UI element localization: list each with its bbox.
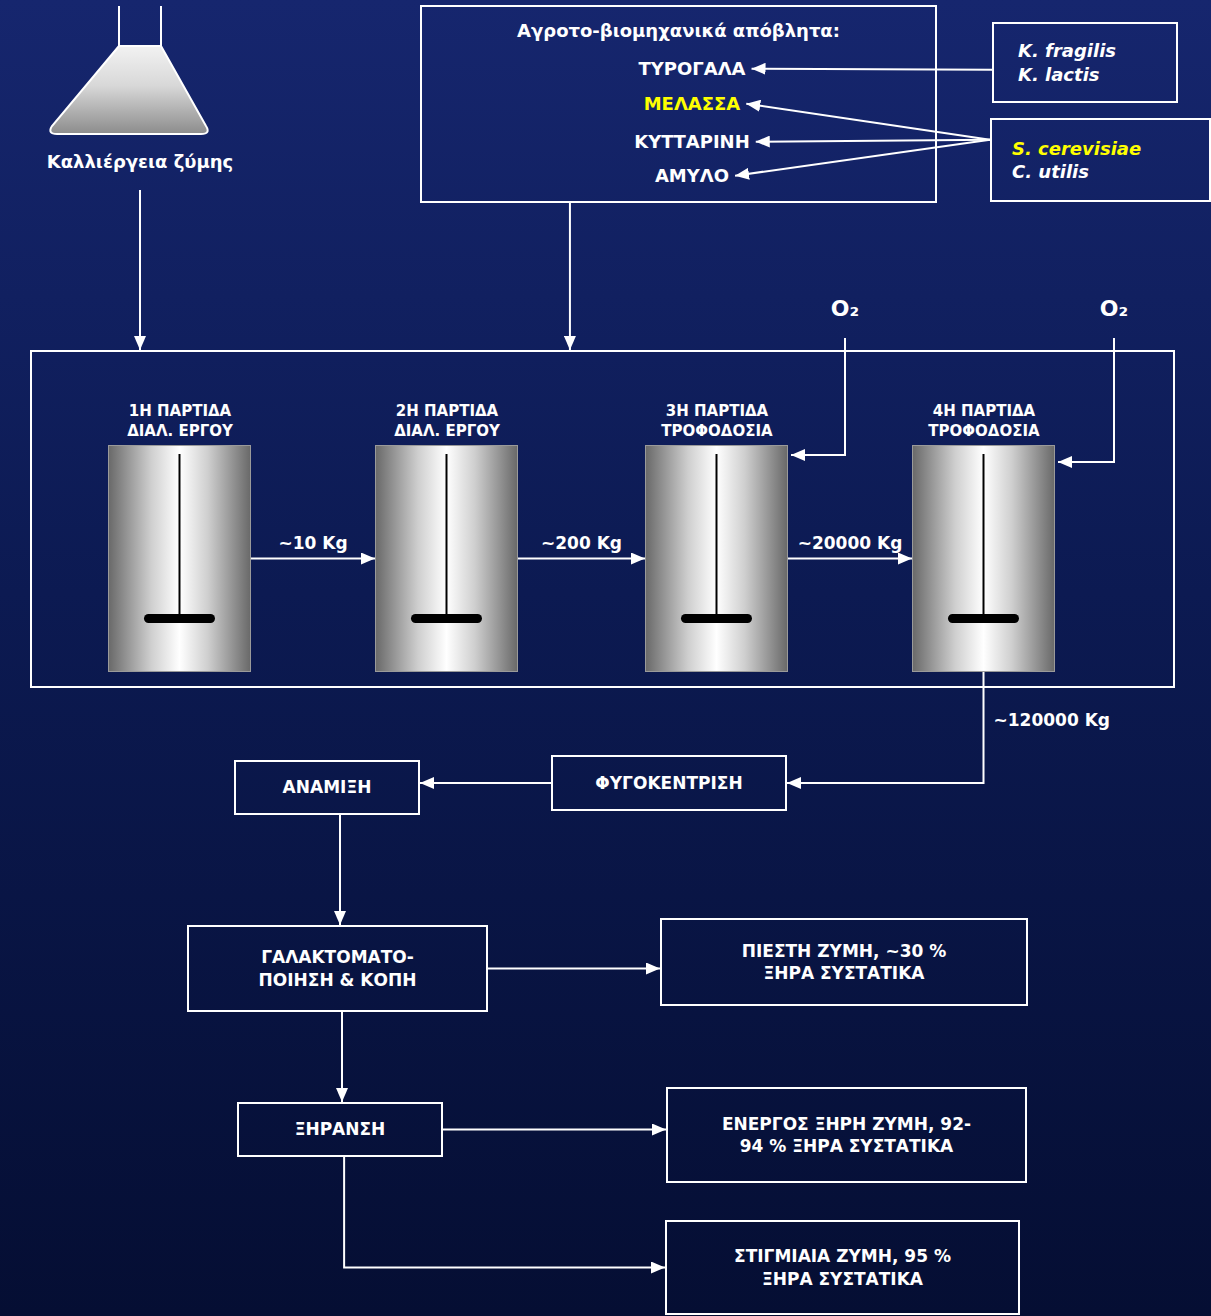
- flow-arrow: [746, 104, 990, 140]
- reactor-heading: 1Η ΠΑΡΤΙΔΑ ΔΙΑΛ. ΕΡΓΟΥ: [95, 373, 265, 441]
- reactor-title: 1Η ΠΑΡΤΙΔΑ ΔΙΑΛ. ΕΡΓΟΥ: [110, 402, 250, 441]
- stirrer: [376, 446, 517, 671]
- node-text: ΦΥΓΟΚΕΝΤΡΙΣΗ: [595, 772, 742, 794]
- flow-arrow: [251, 558, 375, 560]
- reactor-node: 3Η ΠΑΡΤΙΔΑ ΤΡΟΦΟΔΟΣΙΑ: [632, 373, 802, 672]
- flow-arrow: [756, 140, 990, 142]
- node-text: ΓΑΛΑΚΤΟΜΑΤΟ- ΠΟΙΗΣΗ & ΚΟΠΗ: [238, 946, 438, 990]
- substrate-item: ΜΕΛΑΣΣΑ: [638, 92, 747, 115]
- flow-arrow: [518, 558, 645, 560]
- node-text: ΕΝΕΡΓΟΣ ΞΗΡΗ ΖΥΜΗ, 92-94 % ΞΗΡΑ ΣΥΣΤΑΤΙΚ…: [718, 1113, 976, 1157]
- reactor-title: 3Η ΠΑΡΤΙΔΑ ΤΡΟΦΟΔΟΣΙΑ: [647, 402, 787, 441]
- process-box: ΓΑΛΑΚΤΟΜΑΤΟ- ΠΟΙΗΣΗ & ΚΟΠΗ: [187, 925, 488, 1012]
- culture-flask-node: Καλλιέργεια ζύμης: [0, 0, 280, 190]
- flow-arrow: [344, 1157, 665, 1268]
- reactor-heading: 4Η ΠΑΡΤΙΔΑ ΤΡΟΦΟΔΟΣΙΑ: [899, 373, 1069, 441]
- node-text: C. utilis: [1012, 160, 1089, 183]
- oxygen-label: O₂: [1100, 296, 1128, 321]
- node-text: ΑΜΥΛΟ: [655, 164, 729, 187]
- mass-label: ~200 Kg: [541, 533, 622, 553]
- reactor-node: 1Η ΠΑΡΤΙΔΑ ΔΙΑΛ. ΕΡΓΟΥ: [95, 373, 265, 672]
- mass-label: ~120000 Kg: [994, 710, 1110, 730]
- flow-arrow: [420, 782, 551, 784]
- reactor-heading: 2Η ΠΑΡΤΙΔΑ ΔΙΑΛ. ΕΡΓΟΥ: [362, 373, 532, 441]
- process-box: ΑΝΑΜΙΞΗ: [234, 760, 420, 815]
- flow-arrow: [735, 140, 990, 176]
- substrate-item: ΤΥΡΟΓΑΛΑ: [632, 57, 751, 80]
- process-box: ΦΥΓΟΚΕΝΤΡΙΣΗ: [551, 755, 787, 811]
- waste-box: Αγροτο-βιομηχανικά απόβλητα: ΤΥΡΟΓΑΛΑ ΜΕΛΑ…: [420, 5, 937, 203]
- oxygen-feed-line: [791, 338, 845, 455]
- product-box: ΠΙΕΣΤΗ ΖΥΜΗ, ~30 % ΞΗΡΑ ΣΥΣΤΑΤΙΚΑ: [660, 918, 1028, 1006]
- flow-arrow: [339, 815, 341, 925]
- substrate-item: ΚΥΤΤΑΡΙΝΗ: [628, 130, 756, 153]
- product-box: ΣΤΙΓΜΙΑΙΑ ΖΥΜΗ, 95 % ΞΗΡΑ ΣΥΣΤΑΤΙΚΑ: [665, 1220, 1020, 1315]
- flow-arrow: [139, 190, 141, 350]
- stirrer: [109, 446, 250, 671]
- reactor-vessel: [645, 445, 788, 672]
- reactor-node: 4Η ΠΑΡΤΙΔΑ ΤΡΟΦΟΔΟΣΙΑ: [899, 373, 1069, 672]
- node-text: ΣΤΙΓΜΙΑΙΑ ΖΥΜΗ, 95 % ΞΗΡΑ ΣΥΣΤΑΤΙΚΑ: [723, 1245, 963, 1289]
- flow-arrow: [341, 1012, 343, 1102]
- flow-arrow: [788, 558, 912, 560]
- oxygen-feed-line: [1058, 338, 1114, 462]
- flow-arrow: [443, 1129, 666, 1131]
- node-text: ΜΕΛΑΣΣΑ: [644, 92, 741, 115]
- species-box: K. fragilisK. lactis: [992, 22, 1178, 103]
- reactor-vessel: [912, 445, 1055, 672]
- bioreactor-train-box: 1Η ΠΑΡΤΙΔΑ ΔΙΑΛ. ΕΡΓΟΥ 2Η ΠΑΡΤΙΔΑ ΔΙΑΛ. Ε…: [30, 350, 1175, 688]
- flow-arrow: [752, 69, 992, 70]
- flow-arrow: [488, 968, 660, 970]
- stirrer: [913, 446, 1054, 671]
- species-box: S. cerevisiaeC. utilis: [990, 118, 1211, 202]
- flow-arrow: [569, 203, 571, 350]
- node-text: K. lactis: [1018, 63, 1100, 86]
- node-text: ΤΥΡΟΓΑΛΑ: [638, 57, 745, 80]
- reactor-heading: 3Η ΠΑΡΤΙΔΑ ΤΡΟΦΟΔΟΣΙΑ: [632, 373, 802, 441]
- stirrer: [646, 446, 787, 671]
- mass-label: ~20000 Kg: [798, 533, 903, 553]
- culture-label: Καλλιέργεια ζύμης: [0, 150, 280, 173]
- reactor-title: 2Η ΠΑΡΤΙΔΑ ΔΙΑΛ. ΕΡΓΟΥ: [377, 402, 517, 441]
- product-box: ΕΝΕΡΓΟΣ ΞΗΡΗ ΖΥΜΗ, 92-94 % ΞΗΡΑ ΣΥΣΤΑΤΙΚ…: [666, 1087, 1027, 1183]
- process-box: ΞΗΡΑΝΣΗ: [237, 1102, 443, 1157]
- node-text: ΚΥΤΤΑΡΙΝΗ: [634, 130, 750, 153]
- reactor-title: 4Η ΠΑΡΤΙΔΑ ΤΡΟΦΟΔΟΣΙΑ: [914, 402, 1054, 441]
- node-text: K. fragilis: [1018, 39, 1116, 62]
- mass-label: ~10 Kg: [278, 533, 347, 553]
- oxygen-label: O₂: [831, 296, 859, 321]
- node-text: ΞΗΡΑΝΣΗ: [295, 1118, 386, 1140]
- flow-arrow: [787, 672, 984, 783]
- node-text: ΠΙΕΣΤΗ ΖΥΜΗ, ~30 % ΞΗΡΑ ΣΥΣΤΑΤΙΚΑ: [714, 940, 974, 984]
- reactor-node: 2Η ΠΑΡΤΙΔΑ ΔΙΑΛ. ΕΡΓΟΥ: [362, 373, 532, 672]
- substrate-item: ΑΜΥΛΟ: [649, 164, 735, 187]
- node-text: ΑΝΑΜΙΞΗ: [283, 776, 372, 798]
- reactor-vessel: [375, 445, 518, 672]
- box-heading: Αγροτο-βιομηχανικά απόβλητα:: [422, 19, 935, 42]
- node-text: S. cerevisiae: [1012, 137, 1141, 160]
- culture-flask: [50, 6, 207, 134]
- reactor-vessel: [108, 445, 251, 672]
